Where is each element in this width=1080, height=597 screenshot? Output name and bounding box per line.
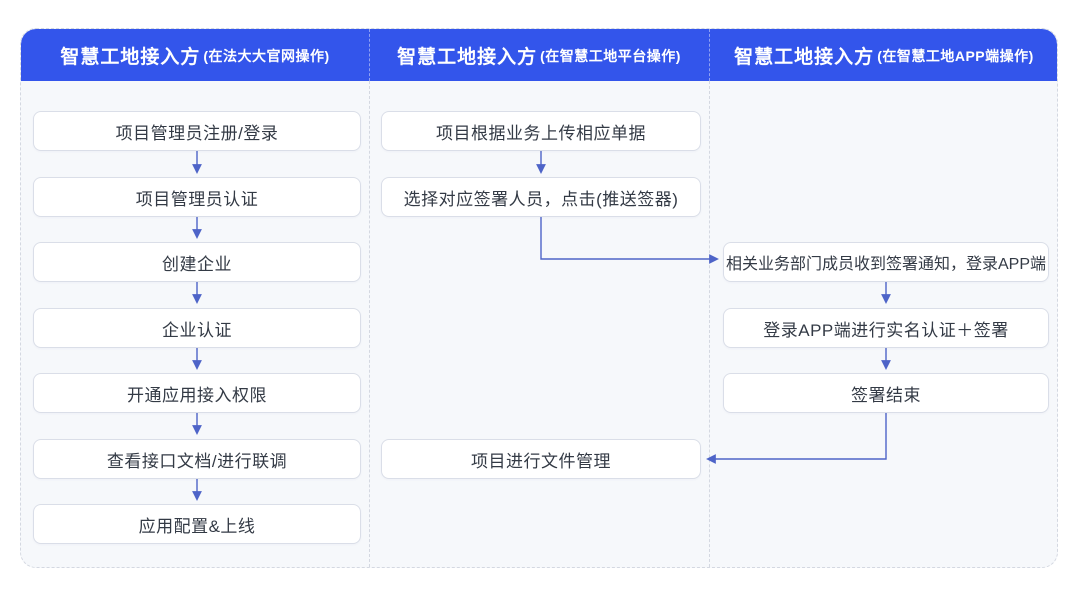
column-header-fadada-site: 智慧工地接入方 (在法大大官网操作) <box>21 29 369 81</box>
flow-node-file-management: 项目进行文件管理 <box>381 439 701 479</box>
column-header-app: 智慧工地接入方 (在智慧工地APP端操作) <box>709 29 1057 81</box>
arrow-col3-to-col2 <box>706 413 887 464</box>
flow-node-create-company: 创建企业 <box>33 242 361 282</box>
column-header-platform: 智慧工地接入方 (在智慧工地平台操作) <box>369 29 709 81</box>
flow-node-app-verify-sign: 登录APP端进行实名认证＋签署 <box>723 308 1049 348</box>
flow-node-register-login: 项目管理员注册/登录 <box>33 111 361 151</box>
column-divider-header-segment <box>709 29 710 81</box>
column-divider <box>369 81 370 567</box>
flow-node-api-docs-debug: 查看接口文档/进行联调 <box>33 439 361 479</box>
column-divider-header-segment <box>369 29 370 81</box>
column-header-subtitle: (在智慧工地平台操作) <box>540 48 681 64</box>
flow-node-admin-verify: 项目管理员认证 <box>33 177 361 217</box>
column-header-title: 智慧工地接入方 <box>397 46 538 68</box>
column-header-subtitle: (在智慧工地APP端操作) <box>877 48 1034 64</box>
column-divider <box>709 81 710 567</box>
flow-node-open-access: 开通应用接入权限 <box>33 373 361 413</box>
flow-node-upload-documents: 项目根据业务上传相应单据 <box>381 111 701 151</box>
column-header-subtitle: (在法大大官网操作) <box>203 48 330 64</box>
header-bar: 智慧工地接入方 (在法大大官网操作) 智慧工地接入方 (在智慧工地平台操作) 智… <box>21 29 1057 81</box>
column-header-title: 智慧工地接入方 <box>734 46 875 68</box>
column-header-title: 智慧工地接入方 <box>60 46 201 68</box>
flow-node-notify-members: 相关业务部门成员收到签署通知，登录APP端 <box>723 242 1049 282</box>
flow-node-app-config-launch: 应用配置&上线 <box>33 504 361 544</box>
flow-node-company-verify: 企业认证 <box>33 308 361 348</box>
flow-node-sign-complete: 签署结束 <box>723 373 1049 413</box>
flow-node-select-signers: 选择对应签署人员，点击(推送签器) <box>381 177 701 217</box>
flow-arrows <box>192 151 891 501</box>
arrow-col2-to-col3 <box>540 217 719 264</box>
diagram-panel: 智慧工地接入方 (在法大大官网操作) 智慧工地接入方 (在智慧工地平台操作) 智… <box>20 28 1058 568</box>
